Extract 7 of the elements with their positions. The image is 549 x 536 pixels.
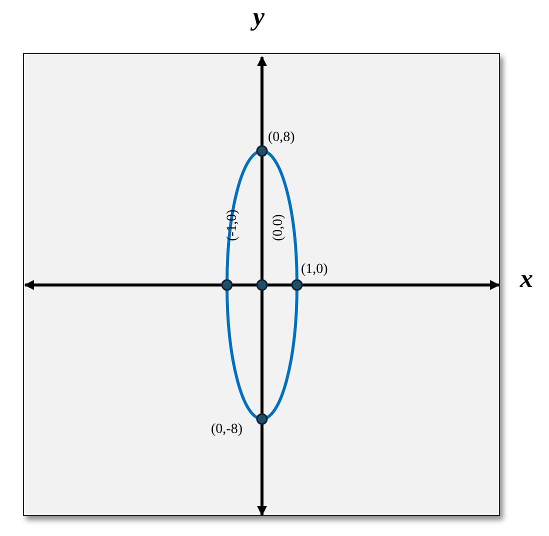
axis-label: x — [520, 266, 533, 292]
point-label: (-1,0) — [226, 210, 240, 241]
axis-label: y — [253, 4, 265, 30]
point-label: (0,0) — [272, 214, 286, 241]
point-label: (0,-8) — [211, 423, 242, 437]
point-label: (0,8) — [268, 131, 295, 145]
point-label: (1,0) — [301, 263, 328, 277]
